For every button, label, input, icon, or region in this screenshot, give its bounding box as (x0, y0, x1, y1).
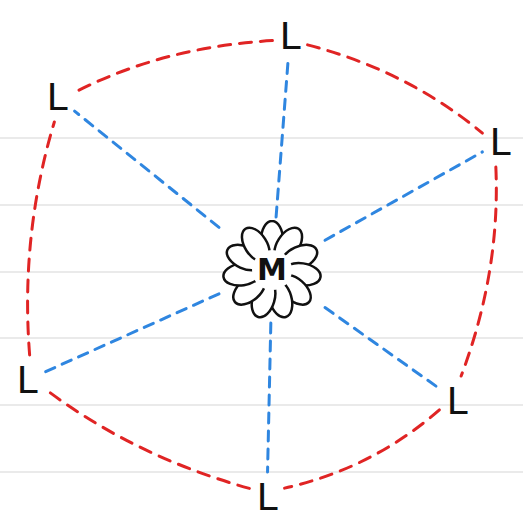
ligand-symbol: L (16, 361, 37, 399)
flower-center (252, 250, 292, 290)
ligand-symbol: L (489, 123, 510, 161)
coordination-bond (325, 152, 482, 240)
ligand: L (485, 120, 514, 164)
ligand-symbol: L (446, 382, 467, 420)
ligand-link (28, 122, 55, 355)
metal-symbol: M (257, 255, 287, 285)
ligand: L (12, 358, 41, 402)
ruled-line (0, 204, 523, 205)
ligand-link (308, 45, 483, 133)
coordination-bond (276, 61, 288, 217)
coordination-bond (325, 308, 439, 389)
ruled-line (0, 471, 523, 472)
ligand: L (275, 14, 304, 58)
ruled-line (0, 337, 523, 338)
ligand-symbol: L (256, 478, 277, 516)
ligand-symbol: L (46, 78, 67, 116)
coordination-bond (75, 111, 219, 227)
ruled-line (0, 404, 523, 405)
coordination-bond (45, 294, 219, 372)
ligand-link (75, 41, 273, 93)
ligand-link (461, 167, 496, 376)
ligand: L (442, 379, 471, 423)
coordination-bond (268, 323, 271, 472)
ligand-symbol: L (279, 17, 300, 55)
ligand-link (45, 389, 250, 489)
ligand-link (285, 410, 440, 488)
ligand: L (252, 475, 281, 519)
metal-center: M (222, 220, 322, 320)
ruled-line (0, 137, 523, 138)
ligand: L (42, 75, 71, 119)
